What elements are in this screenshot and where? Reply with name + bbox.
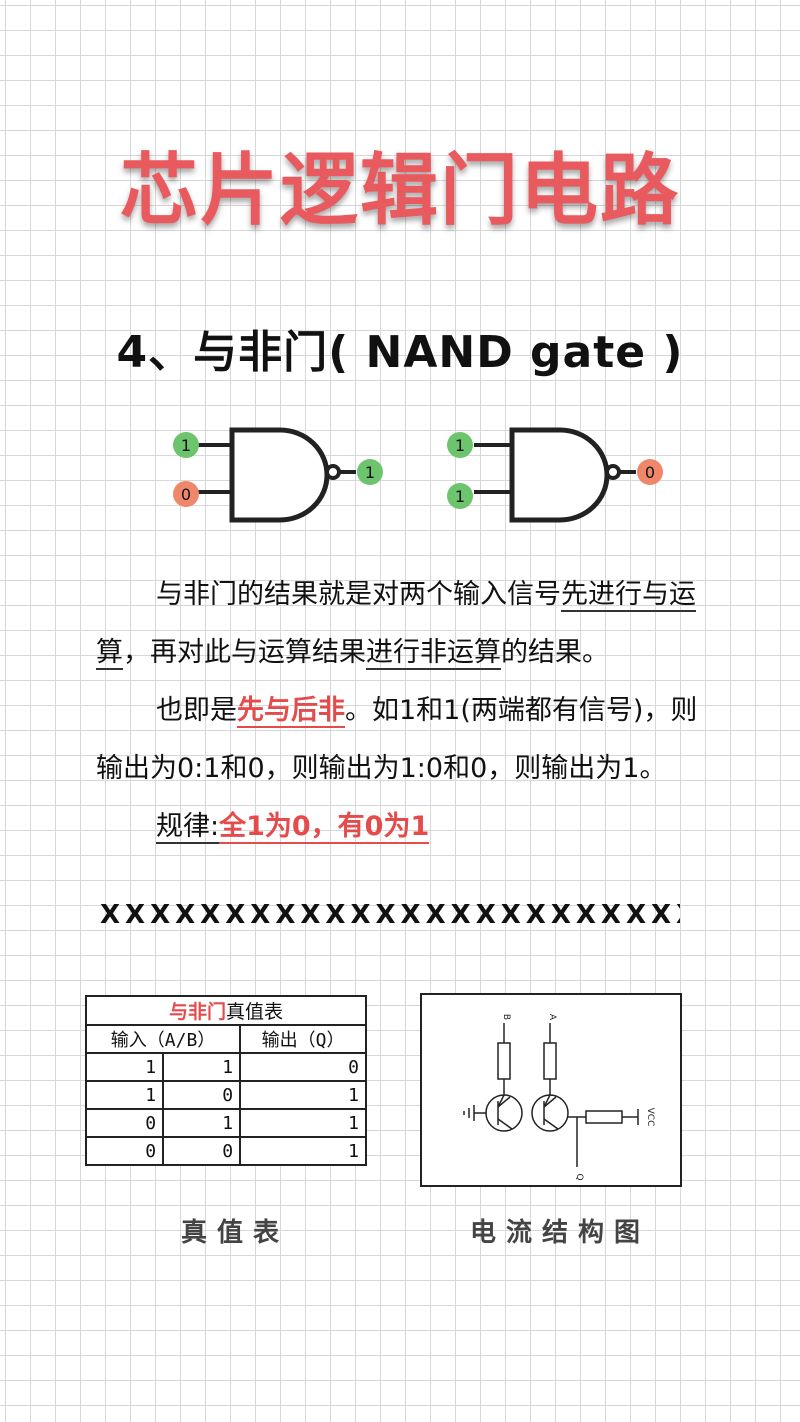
table-row: 0 1 1: [84, 1108, 367, 1138]
cell-a: 0: [84, 1136, 165, 1166]
cell-q: 1: [239, 1080, 367, 1110]
cell-q: 1: [239, 1136, 367, 1166]
cell-a: 0: [84, 1108, 165, 1138]
header-input: 输入（A/B）: [84, 1024, 242, 1054]
truth-table-title-rest: 真值表: [226, 1001, 284, 1023]
gate-1-input-a: 1: [181, 436, 191, 455]
label-a: A: [547, 1014, 557, 1021]
truth-table-title: 与非门真值表: [85, 995, 367, 1026]
cell-a: 1: [84, 1080, 165, 1110]
cell-a: 1: [84, 1052, 165, 1082]
circuit-diagram: B A VCC Q: [420, 993, 682, 1187]
gate-1-input-a-badge: [173, 432, 199, 458]
gate-2-output: 0: [645, 463, 655, 482]
gate-1-output: 1: [365, 463, 375, 482]
desc-text: 的结果。: [501, 637, 609, 668]
main-title: 芯片逻辑门电路: [119, 146, 680, 236]
table-row: 1 0 1: [84, 1080, 367, 1110]
description-paragraph-2: 也即是先与后非。如1和1(两端都有信号)，则输出为0:1和0，则输出为1:0和0…: [96, 682, 716, 798]
description-rule: 规律:全1为0，有0为1: [96, 798, 716, 856]
desc-text: 与非门的结果就是对两个输入信号: [156, 579, 561, 610]
caption-circuit: 电流结构图: [469, 1218, 650, 1248]
cell-b: 0: [162, 1136, 242, 1166]
gate-1-output-badge: [357, 459, 383, 485]
cell-q: 1: [239, 1108, 367, 1138]
header-output: 输出（Q）: [239, 1024, 367, 1054]
label-b: B: [501, 1014, 511, 1020]
gate-2-output-badge: [637, 459, 663, 485]
gate-1-input-b: 0: [181, 485, 191, 504]
rule-label: 规律:: [156, 811, 220, 844]
truth-table-title-red: 与非门: [168, 1001, 226, 1023]
rule-text: 全1为0，有0为1: [219, 811, 430, 844]
desc-underline: 先进行与: [561, 579, 669, 612]
gate-2-input-a: 1: [455, 436, 465, 455]
desc-underline: 进行非运算: [366, 637, 501, 670]
cell-q: 0: [239, 1052, 367, 1082]
gate-2-input-b: 1: [455, 487, 465, 506]
gate-2-input-a-badge: [447, 432, 473, 458]
cell-b: 0: [162, 1080, 242, 1110]
desc-highlight: 先与后非: [237, 695, 345, 728]
nand-gate-1: 1 0 1: [173, 427, 383, 523]
section-title: 4、与非门( NAND gate ): [116, 327, 684, 378]
desc-text: 。如1和1(两端都有信号)，则输出为0:1和0，则输出为1:0和0，则输出为1。: [96, 695, 698, 784]
table-row: 1 1 0: [84, 1052, 367, 1082]
caption-truth-table: 真值表: [180, 1218, 289, 1248]
description-paragraph-1: 与非门的结果就是对两个输入信号先进行与运算，再对此与运算结果进行非运算的结果。: [96, 566, 716, 682]
nand-gate-2: 1 1 0: [447, 427, 663, 523]
label-q: Q: [574, 1173, 584, 1180]
desc-underline: 运算: [96, 579, 696, 670]
gate-1-input-b-badge: [173, 481, 199, 507]
desc-text: ，再对此与运算结果: [123, 637, 366, 668]
desc-text: 也即是: [156, 695, 237, 726]
cell-b: 1: [162, 1052, 242, 1082]
table-row: 0 0 1: [84, 1136, 367, 1166]
separator-row: XXXXXXXXXXXXXXXXXXXXXXXXX: [100, 900, 680, 930]
gate-2-input-b-badge: [447, 483, 473, 509]
cell-b: 1: [162, 1108, 242, 1138]
label-vcc: VCC: [645, 1108, 655, 1127]
truth-table: 与非门真值表 输入（A/B） 输出（Q） 1 1 0 1 0 1 0 1 1 0…: [84, 995, 367, 1166]
